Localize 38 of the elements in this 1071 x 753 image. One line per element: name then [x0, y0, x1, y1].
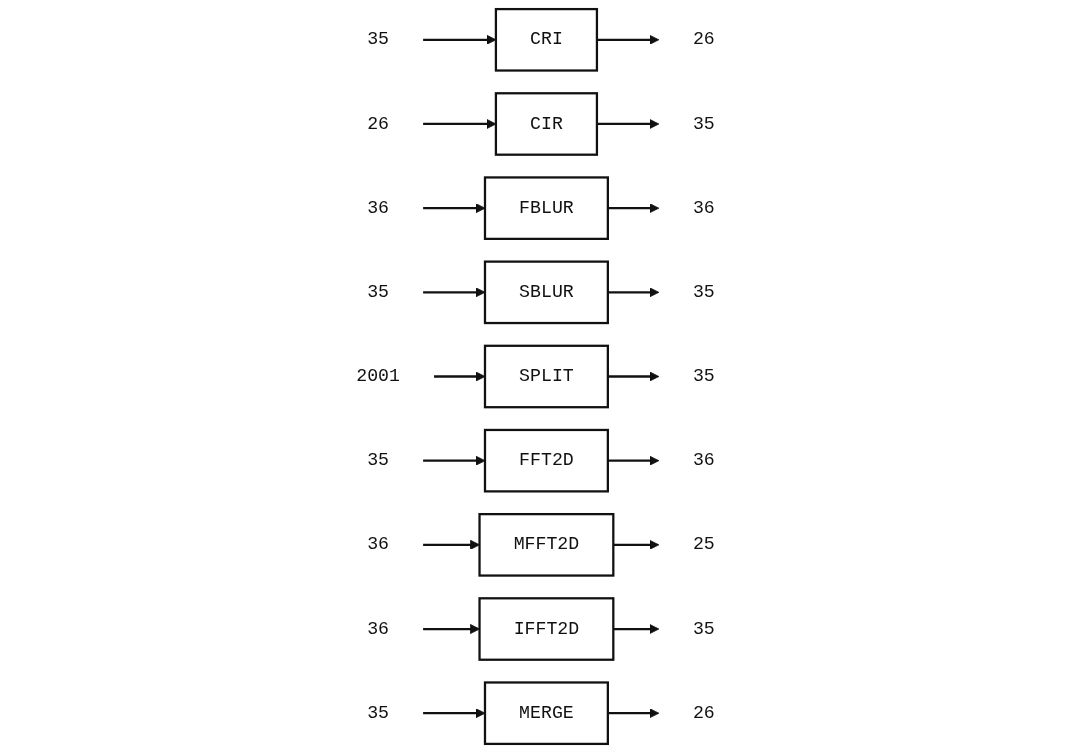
node-text: 25 — [692, 534, 715, 556]
node-box: SPLIT — [483, 344, 609, 409]
arrow — [607, 203, 660, 214]
node-text: 26 — [692, 702, 715, 724]
node-text: 36 — [367, 618, 389, 640]
arrow — [613, 539, 660, 550]
node-text: 2001 — [356, 366, 400, 387]
node-text: 26 — [692, 29, 715, 51]
arrow — [607, 455, 660, 466]
node-text: 35 — [692, 113, 715, 135]
arrow — [596, 34, 660, 45]
arrow — [423, 624, 480, 634]
node-text: 35 — [367, 450, 389, 471]
node-text: 36 — [692, 450, 715, 471]
node-text: 35 — [692, 282, 715, 303]
node-text: 36 — [692, 197, 715, 219]
node-box: MERGE — [483, 681, 609, 746]
node-box: MFFT2D — [478, 513, 615, 577]
node-text: 35 — [367, 702, 389, 724]
node-text: 35 — [692, 618, 715, 640]
node-box: CIR — [494, 92, 599, 156]
node-text: 36 — [367, 197, 389, 219]
arrow — [596, 119, 660, 129]
node-text: 35 — [367, 282, 389, 303]
arrow — [607, 287, 660, 298]
arrow — [423, 539, 480, 550]
node-text: 35 — [692, 366, 715, 387]
node-box: IFFT2D — [478, 597, 615, 661]
node-box: CRI — [494, 7, 599, 72]
node-box: FFT2D — [483, 428, 609, 493]
arrow — [613, 624, 660, 634]
arrow — [607, 371, 660, 382]
arrow — [607, 708, 660, 719]
node-text: 35 — [367, 29, 389, 51]
node-text: 26 — [367, 113, 389, 135]
node-text: 36 — [367, 534, 389, 556]
node-box: SBLUR — [483, 260, 609, 325]
node-box: FBLUR — [483, 176, 609, 240]
